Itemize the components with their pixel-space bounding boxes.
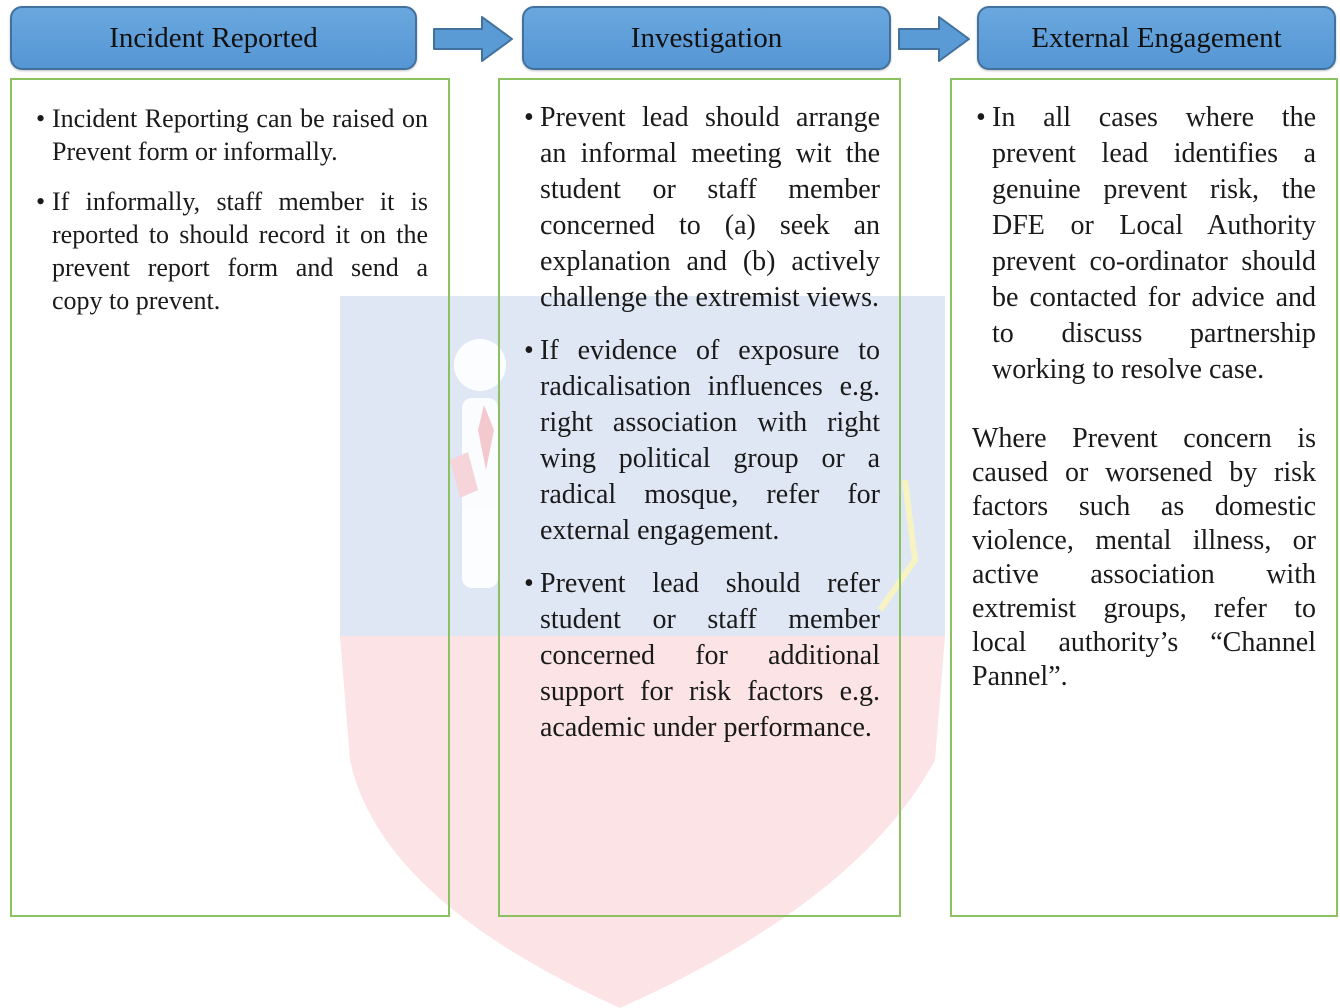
- bullet-icon: •: [36, 187, 46, 216]
- list-item: •Incident Reporting can be raised on Pre…: [36, 102, 428, 168]
- flow-arrow-icon: [433, 16, 513, 62]
- crest-yellow-stroke: [877, 479, 919, 612]
- bullet-list: •In all cases where the prevent lead ide…: [972, 100, 1316, 388]
- flow-arrow-icon: [898, 16, 970, 62]
- stage-title-external-engagement: External Engagement: [1031, 21, 1282, 54]
- stage-title-investigation: Investigation: [630, 21, 783, 54]
- stage-external-engagement: External Engagement: [977, 6, 1336, 70]
- stage-incident-reported: Incident Reported: [10, 6, 417, 70]
- panel-incident-reported: •Incident Reporting can be raised on Pre…: [10, 78, 450, 917]
- crest-shield-lower: [340, 636, 945, 1008]
- bullet-icon: •: [524, 102, 534, 133]
- list-item: •Prevent lead should arrange an informal…: [524, 100, 880, 316]
- person-silhouette-icon: [450, 339, 506, 588]
- bullet-text: Prevent lead should refer student or sta…: [540, 568, 880, 743]
- panel-investigation: •Prevent lead should arrange an informal…: [498, 78, 901, 917]
- list-item: •If informally, staff member it is repor…: [36, 185, 428, 317]
- bullet-icon: •: [976, 102, 986, 133]
- bullet-list: •Prevent lead should arrange an informal…: [520, 100, 880, 746]
- list-item: •If evidence of exposure to radicalisati…: [524, 333, 880, 549]
- bullet-text: If informally, staff member it is report…: [52, 187, 428, 315]
- bullet-text: Prevent lead should arrange an informal …: [540, 102, 880, 313]
- list-item: •In all cases where the prevent lead ide…: [976, 100, 1316, 388]
- stage-investigation: Investigation: [522, 6, 891, 70]
- bullet-icon: •: [524, 568, 534, 599]
- list-item: •Prevent lead should refer student or st…: [524, 566, 880, 746]
- bullet-icon: •: [36, 104, 46, 133]
- bullet-text: If evidence of exposure to radicalisatio…: [540, 335, 880, 546]
- panel-external-engagement: •In all cases where the prevent lead ide…: [950, 78, 1338, 917]
- bullet-icon: •: [524, 335, 534, 366]
- bullet-list: •Incident Reporting can be raised on Pre…: [32, 102, 428, 317]
- bullet-text: Incident Reporting can be raised on Prev…: [52, 104, 428, 166]
- channel-panel-paragraph: Where Prevent concern is caused or worse…: [972, 423, 1316, 692]
- stage-title-incident-reported: Incident Reported: [109, 21, 318, 54]
- bullet-text: In all cases where the prevent lead iden…: [992, 102, 1316, 385]
